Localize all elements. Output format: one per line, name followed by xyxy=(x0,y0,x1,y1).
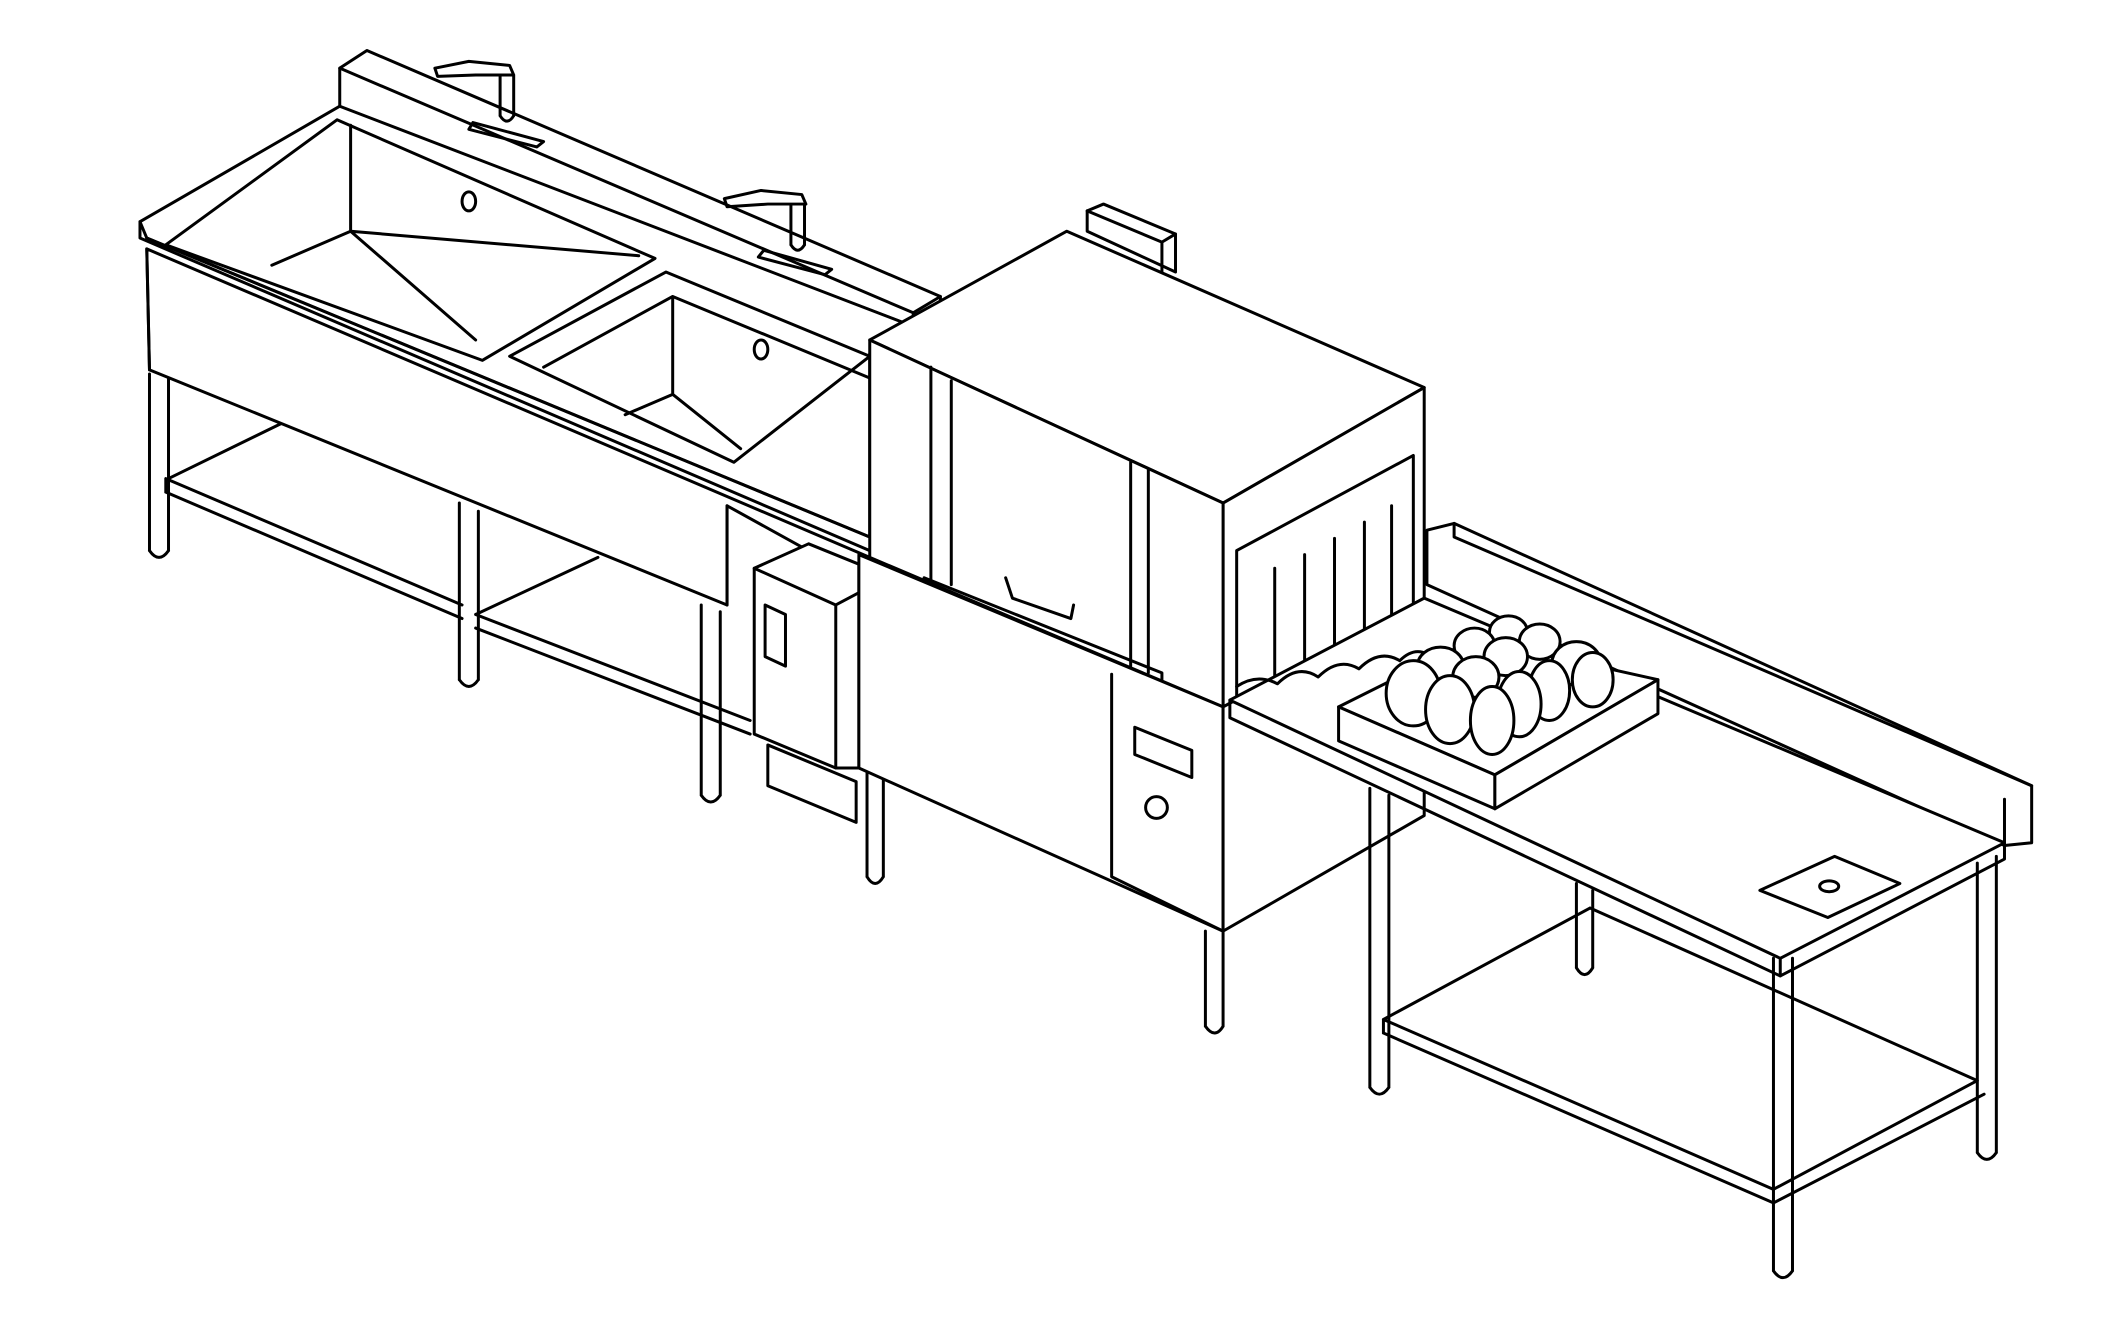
outlet-table xyxy=(1228,521,2034,1280)
sink-basin-large xyxy=(164,118,657,362)
drain-hole xyxy=(752,338,770,361)
control-box-window xyxy=(763,603,787,668)
control-box xyxy=(752,542,861,824)
control-panel-display xyxy=(1133,725,1194,780)
sink-table-legs xyxy=(147,372,752,804)
dish-rack xyxy=(1337,614,1660,811)
faucet xyxy=(722,188,834,277)
drain-hole xyxy=(1818,879,1841,894)
control-knob xyxy=(1144,795,1169,820)
conveyor-dishwasher xyxy=(857,202,1426,1035)
faucet xyxy=(433,59,546,149)
drain-hole xyxy=(460,190,478,213)
plates xyxy=(1384,614,1615,756)
table-drain xyxy=(1758,854,1902,920)
